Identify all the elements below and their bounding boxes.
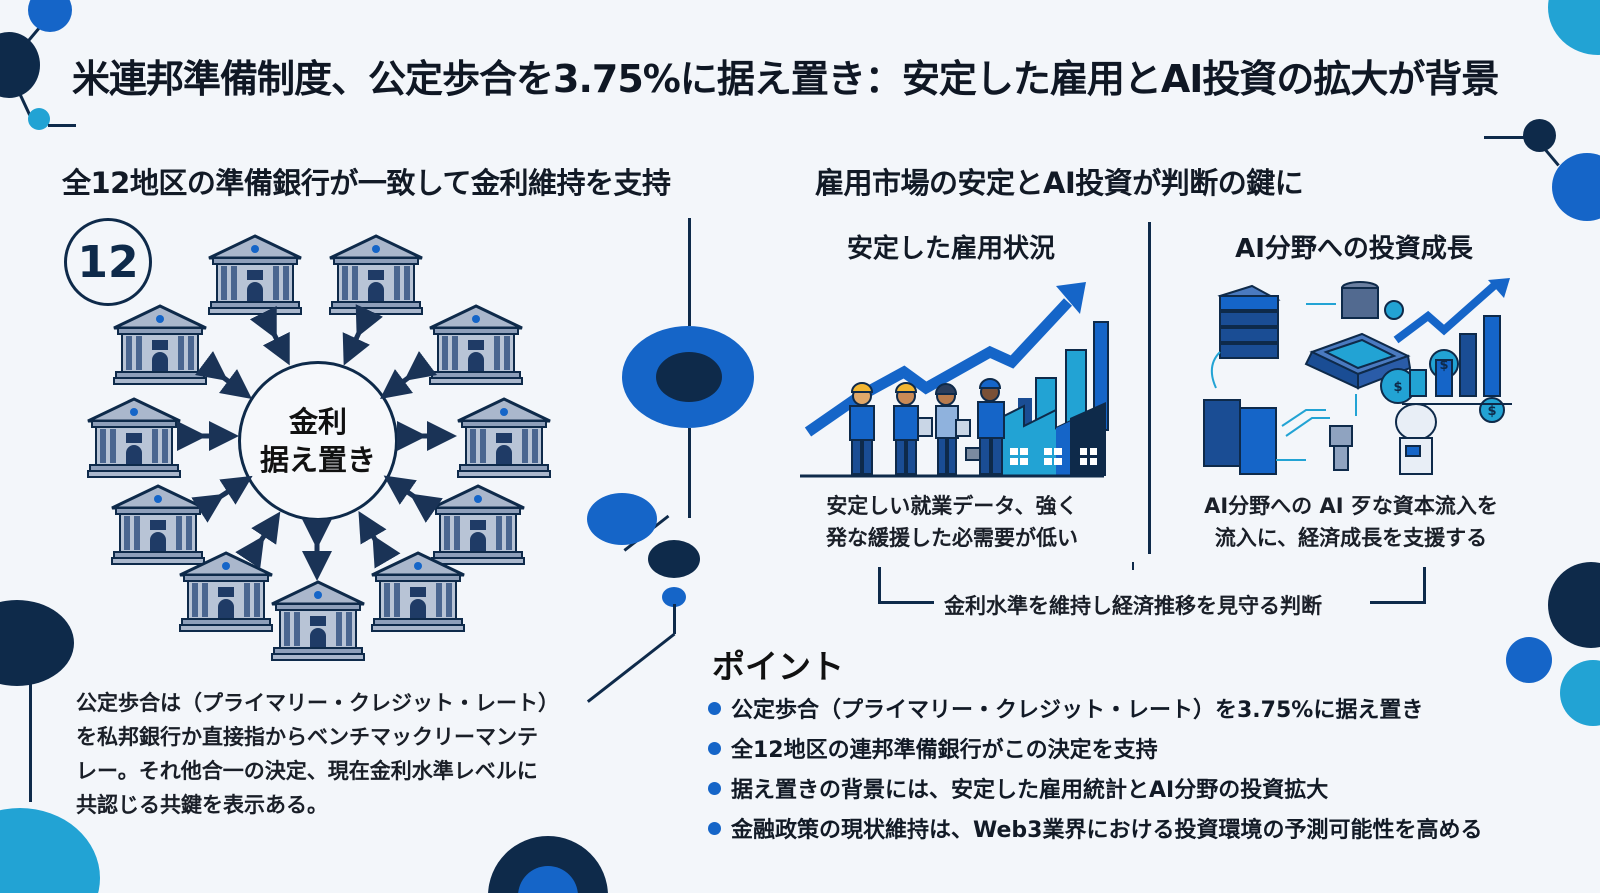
bracket-right-vertical [1423,567,1426,604]
points-item-text: 据え置きの背景には、安定した雇用統計とAI分野の投資拡大 [731,778,1329,803]
rate-hold-hub: 金利 据え置き [238,361,398,521]
svg-text:$: $ [1487,404,1496,419]
svg-text:$: $ [1393,380,1402,395]
description-line: レー。それ他合一の決定、現在金利水準レベルに [76,759,538,783]
points-item-text: 金融政策の現状維持は、Web3業界における投資環境の予測可能性を高める [731,818,1483,843]
ai-caption: AI分野への AI 歹な資本流入を 流入に、経済成長を支援する [1196,490,1506,554]
bracket-right-horizontal [1370,601,1426,604]
hub-label-line1: 金利 [288,405,347,439]
bullet-dot-icon [708,701,721,715]
description-line: 共認じる共鍵を表示ある。 [76,793,328,817]
points-item-text: 公定歩合（プライマリー・クレジット・レート）を3.75%に据え置き [731,698,1424,723]
points-list-item: 金融政策の現状維持は、Web3業界における投資環境の予測可能性を高める [708,808,1482,848]
timeline-line [688,218,691,326]
page-title: 米連邦準備制度、公定歩合を3.75%に据え置き：安定した雇用とAI投資の拡大が背… [72,57,1499,101]
decor-circle-cyan-right-lower [1560,660,1600,726]
timeline-line [673,604,676,634]
points-item-text: 全12地区の連邦準備銀行がこの決定を支持 [731,738,1158,763]
decor-circle-blue-right [1552,153,1600,221]
hub-label-line2: 据え置き [259,443,376,477]
description-line: 公定歩合は（プライマリー・クレジット・レート） [76,691,559,715]
points-list-item: 公定歩合（プライマリー・クレジット・レート）を3.75%に据え置き [708,688,1482,728]
decor-line [1543,147,1560,167]
district-count-badge: 12 [64,218,152,306]
points-heading: ポイント [712,647,844,686]
decor-line [1484,136,1524,139]
timeline-node-large-inner [656,352,722,402]
caption-line: 流入に、経済成長を支援する [1214,526,1488,550]
decor-circle-navy-right [1523,119,1556,152]
bank-icon [86,234,552,662]
decision-summary: 金利水準を維持し経済推移を見守る判断 [944,594,1322,618]
timeline-node-navy [648,540,700,578]
decor-line [48,124,76,127]
bracket-center-tick [1132,562,1134,570]
points-list: 公定歩合（プライマリー・クレジット・レート）を3.75%に据え置き 全12地区の… [708,688,1482,848]
bracket-left-vertical [878,567,881,603]
bullet-dot-icon [708,821,721,835]
bracket-left-horizontal [878,601,934,604]
points-list-item: 据え置きの背景には、安定した雇用統計とAI分野の投資拡大 [708,768,1482,808]
workers-factory-growth-icon [800,282,1109,478]
points-list-item: 全12地区の連邦準備銀行がこの決定を支持 [708,728,1482,768]
left-section-heading: 全12地区の準備銀行が一致して金利維持を支持 [62,166,671,200]
left-section-description: 公定歩合は（プライマリー・クレジット・レート） を私邦銀行か直接指からベンチマッ… [76,686,559,822]
ai-investment-title: AI分野への投資成長 [1235,234,1473,264]
decor-circle-blue-right-lower [1506,637,1552,683]
decor-circle-cyan-topleft [28,108,50,130]
description-line: を私邦銀行か直接指からベンチマックリーマンテ [76,725,538,749]
bullet-dot-icon [708,741,721,755]
column-divider [1148,222,1151,554]
bank-network-diagram [86,234,552,662]
decor-line [29,682,32,802]
caption-line: AI分野への AI 歹な資本流入を [1204,494,1498,518]
employment-title: 安定した雇用状況 [846,234,1055,264]
employment-caption: 安定しい就業データ、強く 発な緩援した必需要が低い [812,490,1092,554]
decor-circle-cyan-topright [1548,0,1600,55]
decor-circle-navy-right-lower [1548,562,1600,648]
timeline-node-small [662,587,686,607]
timeline-node-blue [587,493,657,545]
svg-text:$: $ [1439,358,1448,373]
right-section-heading: 雇用市場の安定とAI投資が判断の鍵に [815,166,1304,200]
ai-servers-robots-dollar-icon: $ $ $ [1203,278,1512,475]
timeline-line [688,428,691,518]
caption-line: 安定しい就業データ、強く [826,494,1078,518]
bullet-dot-icon [708,781,721,795]
caption-line: 発な緩援した必需要が低い [826,526,1078,550]
